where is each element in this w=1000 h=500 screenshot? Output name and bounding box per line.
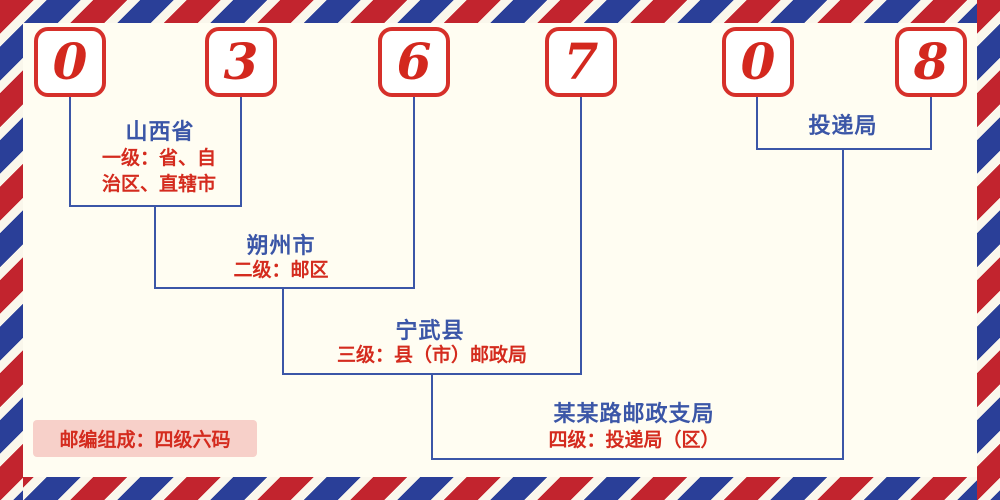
connector-line xyxy=(154,205,156,289)
connector-line xyxy=(580,97,582,375)
connector-line xyxy=(154,287,415,289)
postal-digit-6: 8 xyxy=(913,32,949,91)
connector-line xyxy=(842,148,844,460)
airmail-border-bottom xyxy=(0,477,1000,500)
airmail-border-top xyxy=(0,0,1000,23)
connector-line xyxy=(69,97,71,207)
postal-digit-box-1: 0 xyxy=(34,27,106,97)
level3-desc-label: 三级：县（市）邮政局 xyxy=(336,345,528,366)
postal-digit-5: 0 xyxy=(740,32,776,91)
postal-digit-box-3: 6 xyxy=(378,27,450,97)
postal-digit-4: 7 xyxy=(563,32,599,91)
connector-line xyxy=(431,373,433,460)
postal-digit-1: 0 xyxy=(52,32,88,91)
level4-desc-label: 四级：投递局（区） xyxy=(548,430,720,451)
connector-line xyxy=(756,148,932,150)
level4-region-label: 某某路邮政支局 xyxy=(553,401,715,426)
airmail-border-left xyxy=(0,0,23,500)
level2-region-label: 朔州市 xyxy=(246,233,316,258)
connector-line xyxy=(413,97,415,289)
airmail-border-right xyxy=(977,0,1000,500)
connector-line xyxy=(240,97,242,207)
connector-line xyxy=(282,287,284,375)
postal-digit-box-6: 8 xyxy=(895,27,967,97)
connector-line xyxy=(930,97,932,150)
level2-desc-label: 二级：邮区 xyxy=(233,260,329,281)
postal-digit-2: 3 xyxy=(223,32,259,91)
level3-region-label: 宁武县 xyxy=(395,318,465,343)
postal-digit-3: 6 xyxy=(396,32,432,91)
level1-region-label: 山西省 xyxy=(125,119,195,144)
level1-desc-label: 一级：省、自治区、直辖市 xyxy=(101,148,216,195)
connector-line xyxy=(431,458,844,460)
postal-digit-box-2: 3 xyxy=(205,27,277,97)
postal-digit-box-5: 0 xyxy=(722,27,794,97)
delivery-office-label: 投递局 xyxy=(808,113,878,138)
composition-note-badge: 邮编组成：四级六码 xyxy=(33,420,257,457)
connector-line xyxy=(756,97,758,150)
postal-digit-box-4: 7 xyxy=(545,27,617,97)
